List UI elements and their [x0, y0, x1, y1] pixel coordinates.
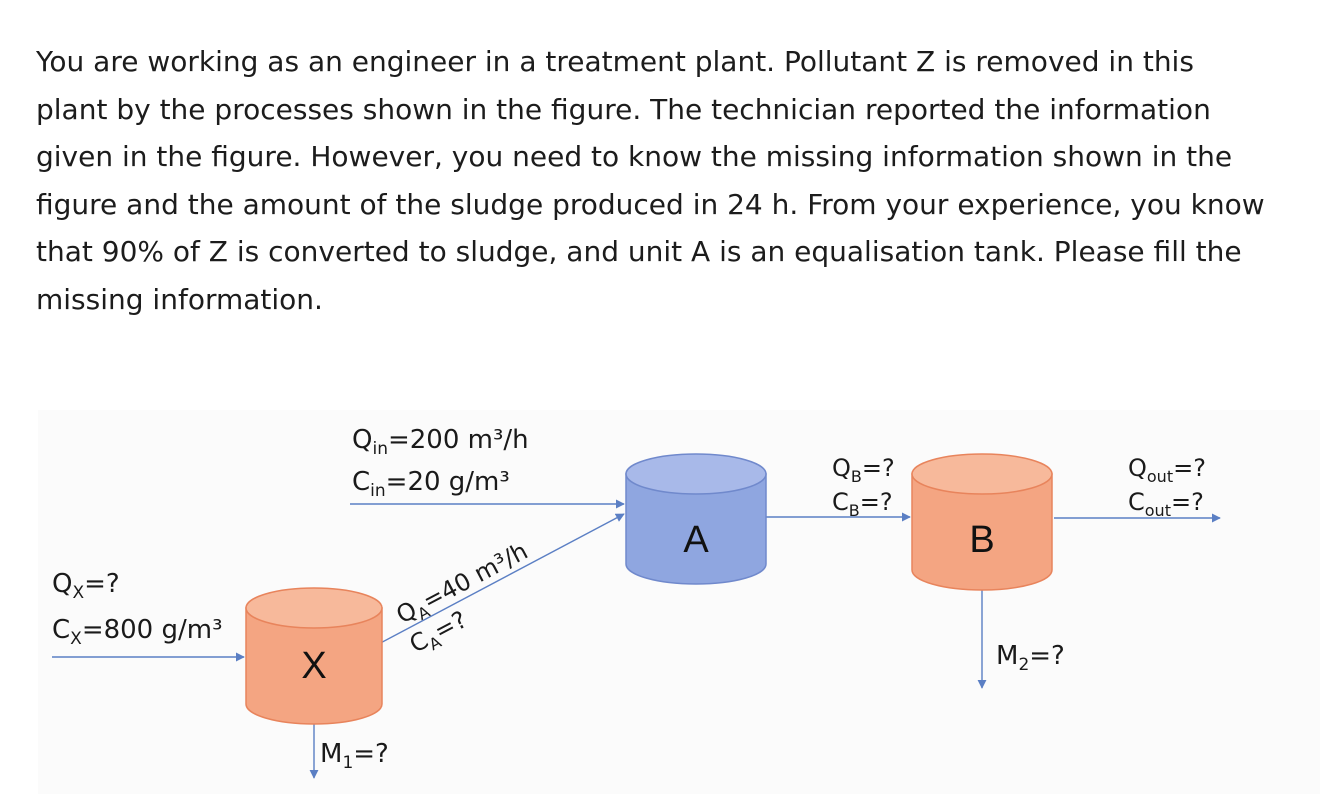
tank-a-label: A [683, 519, 709, 561]
outlet-concentration-label: Cout=? [1128, 488, 1204, 520]
tank-x-label: X [301, 645, 326, 687]
m1-sludge-label: M1=? [320, 739, 389, 773]
x-feed-flow-label: QX=? [52, 569, 120, 603]
tank-x: X [245, 587, 383, 725]
m2-sludge-label: M2=? [996, 641, 1065, 675]
b-feed-flow-label: QB=? [832, 454, 895, 486]
inlet-flow-label: Qin=200 m³/h [352, 425, 529, 459]
a-stream-labels: QA=40 m³/h CA=? [392, 537, 533, 659]
inlet-concentration-label: Cin=20 g/m³ [352, 467, 510, 501]
problem-statement: You are working as an engineer in a trea… [36, 45, 1265, 316]
tank-b-label: B [969, 519, 994, 561]
tank-a: A [625, 453, 767, 585]
x-to-a-arrow [355, 513, 625, 657]
tank-b: B [911, 453, 1053, 591]
process-flow-diagram: X A B Qin=200 m³/h Cin=20 g/m³ QX=? CX=8… [52, 425, 1221, 779]
process-flow-figure: X A B Qin=200 m³/h Cin=20 g/m³ QX=? CX=8… [38, 410, 1320, 794]
b-feed-concentration-label: CB=? [832, 488, 893, 520]
outlet-flow-label: Qout=? [1128, 454, 1206, 486]
x-feed-concentration-label: CX=800 g/m³ [52, 615, 223, 649]
